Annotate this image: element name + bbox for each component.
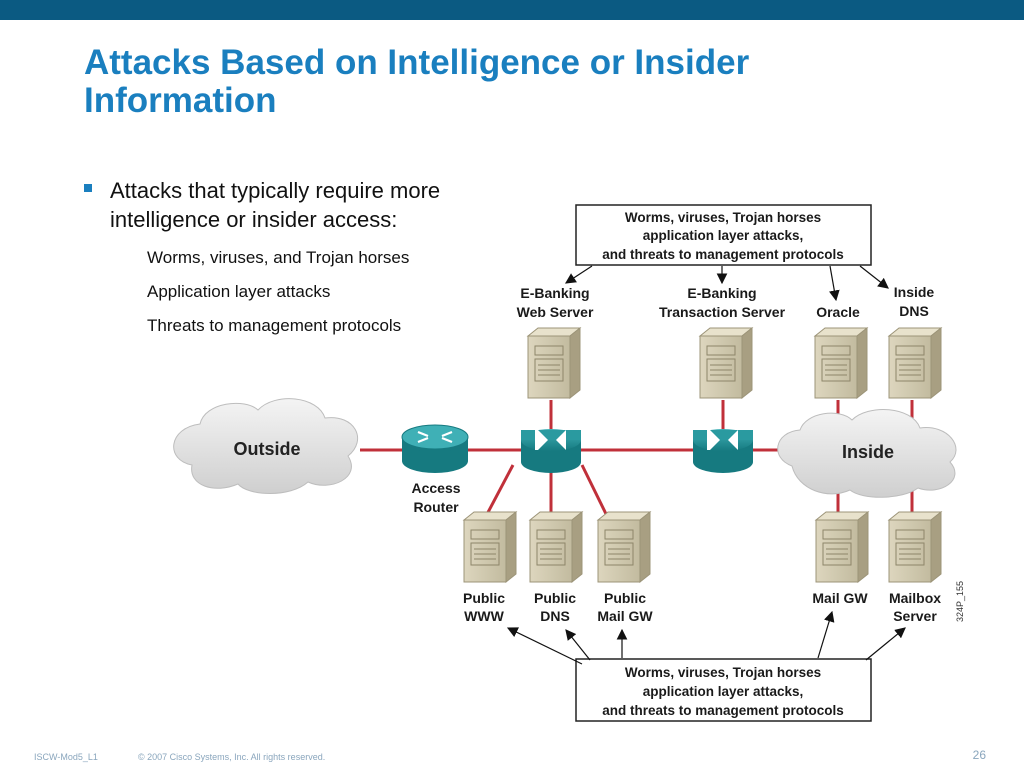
ebank-trans-label-1: E-Banking: [687, 285, 756, 301]
firewall-icon-2: [693, 429, 753, 473]
mailbox-label-2: Server: [893, 608, 937, 624]
server-icon-public-www: [463, 511, 517, 583]
ebank-web-label-1: E-Banking: [520, 285, 589, 301]
bullet-text: Attacks that typically require more inte…: [110, 178, 441, 232]
bottom-box-line2: application layer attacks,: [643, 684, 804, 699]
top-box-line1: Worms, viruses, Trojan horses: [625, 210, 821, 225]
public-www-label-1: Public: [463, 590, 505, 606]
public-www-label-2: WWW: [464, 608, 504, 624]
server-icon-mailbox: [888, 511, 942, 583]
public-dns-label-2: DNS: [540, 608, 570, 624]
router-label-line1: Access: [411, 480, 460, 496]
bottom-arrows: [506, 610, 906, 665]
inside-dns-label-1: Inside: [894, 284, 935, 300]
sub-item-3: Threats to management protocols: [147, 316, 402, 335]
sub-item-2: Application layer attacks: [147, 282, 331, 301]
mail-gw-label: Mail GW: [812, 590, 868, 606]
top-box-line3: and threats to management protocols: [602, 247, 844, 262]
footer-course: ISCW-Mod5_L1: [34, 752, 98, 762]
bottom-box-line1: Worms, viruses, Trojan horses: [625, 665, 821, 680]
server-icon-ebank-trans: [699, 327, 753, 399]
bullet-square-icon: [84, 184, 92, 192]
public-mail-label-1: Public: [604, 590, 646, 606]
server-icon-mail-gw: [815, 511, 869, 583]
page-number: 26: [972, 748, 986, 762]
router-label-line2: Router: [413, 499, 459, 515]
public-mail-label-2: Mail GW: [597, 608, 653, 624]
access-router-icon: [401, 424, 469, 473]
inside-cloud: Inside: [777, 409, 957, 498]
server-icon-public-mail: [597, 511, 651, 583]
top-arrows: [564, 265, 889, 302]
bottom-box-line3: and threats to management protocols: [602, 703, 844, 718]
footer-copyright: © 2007 Cisco Systems, Inc. All rights re…: [138, 752, 326, 762]
public-dns-label-1: Public: [534, 590, 576, 606]
slide-title: Attacks Based on Intelligence or Insider…: [84, 43, 750, 120]
top-threat-box: Worms, viruses, Trojan horses applicatio…: [575, 204, 872, 266]
outside-cloud: Outside: [173, 398, 359, 494]
top-bar: [0, 0, 1024, 20]
bottom-threat-box: Worms, viruses, Trojan horses applicatio…: [575, 658, 872, 722]
ebank-web-label-2: Web Server: [517, 304, 594, 320]
server-icon-public-dns: [529, 511, 583, 583]
figure-code: 324P_155: [955, 581, 965, 622]
outside-label: Outside: [233, 439, 300, 459]
inside-dns-label-2: DNS: [899, 303, 929, 319]
bullet-item: Attacks that typically require more inte…: [84, 176, 450, 234]
top-box-line2: application layer attacks,: [643, 228, 804, 243]
server-icon-ebank-web: [527, 327, 581, 399]
server-icon-oracle: [814, 327, 868, 399]
ebank-trans-label-2: Transaction Server: [659, 304, 786, 320]
oracle-label: Oracle: [816, 304, 860, 320]
sub-item-1: Worms, viruses, and Trojan horses: [147, 248, 410, 267]
inside-label: Inside: [842, 442, 894, 462]
server-icon-inside-dns: [888, 327, 942, 399]
bullet-list: Attacks that typically require more inte…: [84, 176, 484, 336]
mailbox-label-1: Mailbox: [889, 590, 941, 606]
firewall-icon-1: [521, 429, 581, 473]
